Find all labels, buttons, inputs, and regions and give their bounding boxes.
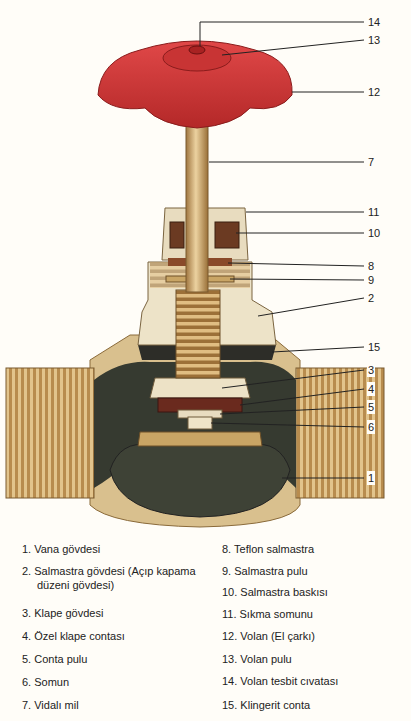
callout-number: 12 [367, 85, 381, 99]
part-list-item: 6. Somun [22, 675, 209, 689]
part-list-item: 1. Vana gövdesi [22, 542, 209, 556]
part-list-item: 14. Volan tesbit cıvatası [222, 674, 407, 688]
part-list-item: 15. Klingerit conta [222, 698, 407, 712]
callout-number: 3 [367, 363, 375, 377]
leader-line [230, 279, 364, 280]
leader-line [211, 423, 364, 427]
callout-number: 10 [367, 226, 381, 240]
callout-number: 13 [367, 33, 381, 47]
wheel-screw [189, 46, 205, 54]
part-list-item: 4. Özel klape contası [22, 629, 209, 643]
leader-line [272, 347, 364, 352]
disc-nut [188, 417, 212, 429]
callout-number: 14 [367, 15, 381, 29]
callout-number: 1 [367, 471, 375, 485]
part-list-item: 11. Sıkma somunu [222, 607, 407, 621]
disc-body [150, 378, 250, 398]
wheel [98, 41, 292, 128]
callout-number: 11 [367, 205, 380, 219]
leader-line [209, 162, 364, 163]
handwheel [98, 41, 292, 128]
part-list-item: 13. Volan pulu [222, 652, 407, 666]
part-list-item: 12. Volan (El çarkı) [222, 629, 407, 643]
leader-line [222, 370, 364, 388]
packing-gland [215, 222, 239, 248]
left-pipe-thread [6, 368, 94, 498]
callout-number: 8 [367, 259, 375, 273]
stem [186, 118, 208, 292]
part-list-item: 5. Conta pulu [22, 652, 209, 666]
callout-number: 15 [367, 340, 381, 354]
part-list-item: 8. Teflon salmastra [222, 542, 407, 556]
callout-number: 6 [367, 420, 375, 434]
valve-disc [150, 378, 250, 429]
callout-number: 9 [367, 273, 375, 287]
body-lower-chamber [110, 444, 290, 517]
leader-line [246, 212, 364, 213]
leader-line [236, 233, 364, 234]
part-list-item: 2. Salmastra gövdesi (Açıp kapama düzeni… [22, 564, 209, 593]
leader-line [220, 407, 364, 414]
callout-number: 4 [367, 382, 375, 396]
packing-gland [170, 222, 184, 248]
part-list-item: 7. Vidalı mil [22, 698, 209, 712]
leader-line [258, 298, 364, 316]
callout-number: 7 [367, 155, 375, 169]
part-list-item: 9. Salmastra pulu [222, 564, 407, 578]
callout-number: 5 [367, 400, 375, 414]
leader-line [282, 478, 364, 479]
valve-seat [138, 432, 262, 446]
leader-line [228, 263, 364, 266]
leader-lines [200, 22, 364, 478]
leader-line [292, 92, 364, 93]
leader-line [240, 389, 364, 405]
callout-number: 2 [367, 291, 375, 305]
wheel-washer [163, 45, 231, 71]
part-list-item: 3. Klape gövdesi [22, 606, 209, 620]
leader-line [222, 40, 364, 55]
threaded-stem [176, 290, 220, 378]
part-list-item: 10. Salmastra baskısı [222, 585, 407, 599]
